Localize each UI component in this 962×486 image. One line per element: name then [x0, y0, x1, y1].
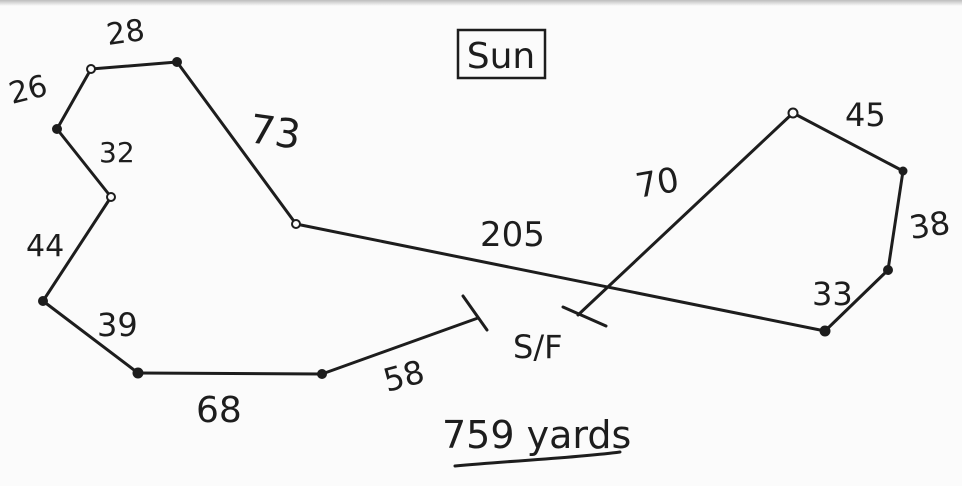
leg-3 [41, 299, 140, 375]
leg-label-68: 68 [196, 390, 242, 431]
waypoint-marker [317, 369, 327, 379]
leg-9 [294, 222, 827, 333]
start-finish-label: S/F [513, 328, 563, 366]
route-lines [41, 60, 905, 376]
leg-label-26: 26 [5, 69, 51, 112]
title-box [456, 28, 547, 80]
leg-label-205: 205 [480, 215, 545, 255]
leg-label-39: 39 [97, 306, 138, 344]
total-distance: 759 yards [442, 413, 631, 457]
leg-label-38: 38 [907, 204, 953, 247]
waypoint-marker [52, 124, 62, 134]
leg-6 [55, 67, 93, 131]
leg-label-44: 44 [26, 229, 64, 264]
waypoint-marker [38, 296, 48, 306]
waypoint-marker [291, 219, 301, 229]
paper-edge [0, 0, 962, 6]
leg-7 [89, 60, 179, 71]
leg-11 [886, 169, 905, 272]
leg-label-73: 73 [247, 106, 304, 159]
waypoint-marker [787, 107, 799, 119]
start-tick [461, 294, 489, 332]
leg-8 [175, 60, 298, 226]
waypoint-marker [898, 166, 908, 176]
leg-12 [791, 111, 905, 173]
waypoint-marker [172, 57, 182, 67]
leg-10 [823, 268, 890, 333]
leg-label-58: 58 [379, 352, 428, 399]
waypoints [38, 57, 908, 379]
title: Sun [467, 36, 535, 77]
leg-13 [576, 111, 795, 317]
finish-tick [561, 305, 608, 328]
leg-label-70: 70 [633, 160, 683, 207]
leg-label-45: 45 [845, 96, 886, 134]
leg-5 [55, 127, 113, 199]
leg-label-32: 32 [99, 136, 135, 169]
leg-4 [41, 195, 113, 303]
waypoint-marker [106, 192, 116, 202]
leg-label-28: 28 [104, 13, 147, 53]
leg-2 [136, 371, 324, 376]
leg-label-33: 33 [812, 275, 853, 313]
waypoint-marker [819, 325, 831, 337]
total-underline [453, 450, 622, 468]
waypoint-marker [132, 367, 144, 379]
waypoint-marker [86, 64, 96, 74]
leg-1 [320, 316, 480, 376]
waypoint-marker [883, 265, 893, 275]
